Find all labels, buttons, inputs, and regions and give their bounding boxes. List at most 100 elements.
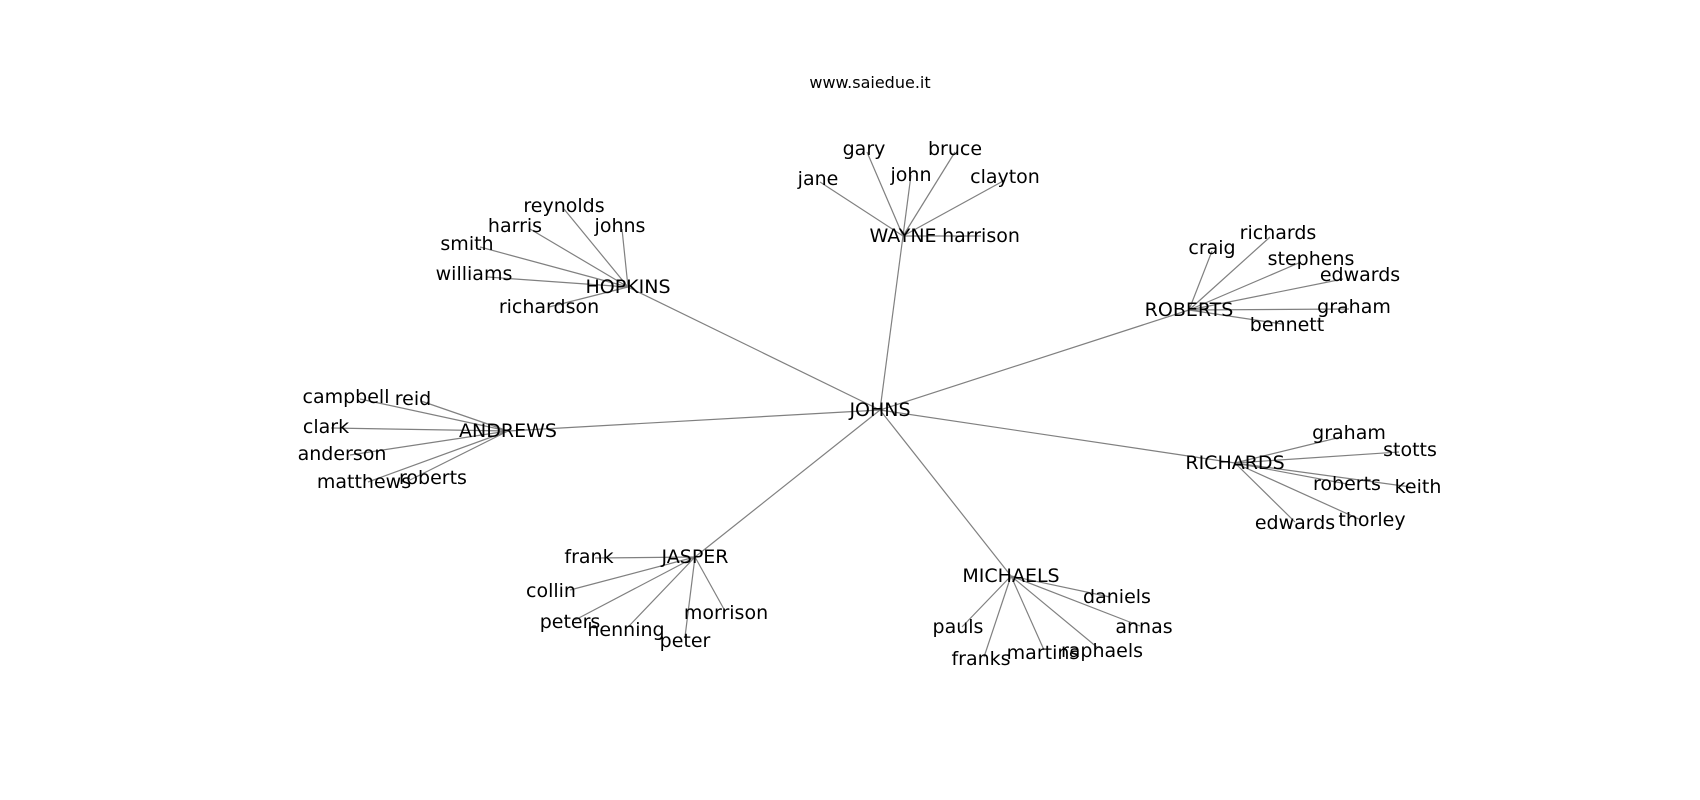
edge-hopkins-smith — [479, 246, 629, 288]
node-leaf-annas: annas — [1115, 616, 1172, 638]
edge-root-michaels — [879, 409, 1012, 577]
node-hub-jasper: JASPER — [661, 546, 729, 568]
node-leaf-matthews: matthews — [317, 471, 411, 493]
edge-richards-keith — [1234, 462, 1412, 488]
edge-jasper-morrison — [694, 556, 726, 612]
edge-root-hopkins — [627, 286, 881, 411]
node-leaf-roberts: roberts — [399, 467, 467, 489]
edge-richards-thorley — [1234, 462, 1362, 521]
edge-andrews-matthews — [367, 430, 509, 483]
node-leaf-bennett: bennett — [1250, 314, 1324, 336]
edge-wayne-jane — [819, 181, 904, 237]
node-leaf-roberts: roberts — [1313, 473, 1381, 495]
node-leaf-peters: peters — [540, 611, 601, 633]
edge-hopkins-johns — [621, 228, 629, 288]
node-leaf-frank: frank — [564, 546, 613, 568]
node-leaf-raphaels: raphaels — [1061, 640, 1143, 662]
edge-wayne-bruce — [902, 151, 956, 237]
edge-hopkins-harris — [529, 228, 629, 288]
edge-hopkins-richardson — [548, 286, 629, 308]
edge-root-wayne — [879, 235, 904, 411]
edge-roberts-bennett — [1188, 309, 1283, 325]
edge-wayne-clayton — [902, 179, 1006, 237]
node-leaf-reid: reid — [395, 388, 431, 410]
node-leaf-keith: keith — [1395, 476, 1442, 498]
edge-richards-roberts — [1234, 462, 1348, 485]
chart-title: www.saiedue.it — [809, 73, 930, 92]
node-leaf-johns: johns — [594, 215, 646, 237]
node-hub-wayne: WAYNE — [869, 225, 936, 247]
edge-root-andrews — [507, 409, 881, 432]
edge-richards-edwards — [1234, 462, 1296, 523]
node-leaf-richardson: richardson — [499, 296, 599, 318]
node-leaf-campbell: campbell — [303, 386, 390, 408]
node-hub-michaels: MICHAELS — [962, 565, 1059, 587]
edge-andrews-roberts — [409, 430, 509, 481]
edge-hopkins-reynolds — [563, 208, 629, 288]
edge-roberts-craig — [1188, 250, 1213, 311]
edge-root-richards — [879, 409, 1236, 464]
edge-michaels-raphaels — [1010, 575, 1099, 649]
edge-andrews-clark — [330, 427, 509, 432]
edge-jasper-collin — [569, 556, 696, 591]
edge-jasper-peter — [684, 556, 696, 638]
node-leaf-clark: clark — [303, 416, 349, 438]
edge-michaels-pauls — [961, 575, 1012, 628]
edge-hopkins-williams — [486, 276, 629, 288]
node-leaf-henning: henning — [587, 619, 664, 641]
edge-richards-stotts — [1234, 451, 1400, 464]
node-leaf-graham: graham — [1317, 296, 1391, 318]
node-leaf-bruce: bruce — [928, 138, 982, 160]
node-leaf-peter: peter — [660, 630, 711, 652]
node-leaf-stotts: stotts — [1383, 439, 1437, 461]
node-leaf-smith: smith — [440, 233, 493, 255]
node-root: JOHNS — [848, 399, 910, 421]
edge-richards-graham — [1234, 436, 1342, 464]
node-leaf-clayton: clayton — [970, 166, 1040, 188]
node-leaf-reynolds: reynolds — [523, 195, 604, 217]
edge-root-jasper — [694, 409, 881, 558]
edge-roberts-stephens — [1188, 261, 1302, 311]
edge-roberts-edwards — [1188, 278, 1344, 311]
node-leaf-franks: franks — [951, 648, 1010, 670]
edge-andrews-campbell — [359, 398, 509, 432]
node-hub-roberts: ROBERTS — [1145, 299, 1234, 321]
node-leaf-anderson: anderson — [298, 443, 387, 465]
node-leaf-craig: craig — [1188, 237, 1235, 259]
edge-michaels-martins — [1010, 575, 1045, 651]
edge-andrews-anderson — [349, 430, 509, 456]
node-leaf-edwards: edwards — [1320, 264, 1400, 286]
edge-michaels-franks — [983, 575, 1012, 658]
node-leaf-richards: richards — [1240, 222, 1317, 244]
node-leaf-harrison: harrison — [942, 225, 1020, 247]
node-leaf-harris: harris — [488, 215, 542, 237]
edge-wayne-john — [902, 174, 912, 237]
edge-andrews-reid — [420, 400, 509, 432]
node-leaf-graham: graham — [1312, 422, 1386, 444]
node-leaf-stephens: stephens — [1268, 248, 1355, 270]
edges-layer — [330, 151, 1412, 658]
node-leaf-morrison: morrison — [684, 602, 768, 624]
node-hub-hopkins: HOPKINS — [585, 276, 670, 298]
labels-layer: JOHNS WAYNE gary bruce jane john clayton harris… — [298, 138, 1442, 670]
edge-michaels-annas — [1010, 575, 1141, 627]
node-leaf-martins: martins — [1007, 642, 1080, 664]
node-hub-richards: RICHARDS — [1185, 452, 1284, 474]
node-leaf-thorley: thorley — [1338, 509, 1405, 531]
node-leaf-gary: gary — [843, 138, 886, 160]
node-leaf-john: john — [890, 164, 932, 186]
edge-roberts-richards — [1188, 236, 1271, 311]
edge-michaels-daniels — [1010, 575, 1111, 598]
edge-roberts-graham — [1188, 308, 1350, 311]
node-leaf-edwards: edwards — [1255, 512, 1335, 534]
node-leaf-collin: collin — [526, 580, 576, 602]
node-leaf-williams: williams — [436, 263, 513, 285]
node-hub-andrews: ANDREWS — [459, 420, 557, 442]
edge-jasper-peters — [574, 556, 696, 621]
edge-root-roberts — [879, 309, 1190, 411]
node-leaf-jane: jane — [797, 168, 839, 190]
node-leaf-pauls: pauls — [933, 616, 984, 638]
edge-wayne-gary — [866, 151, 904, 237]
edge-jasper-henning — [628, 556, 696, 627]
